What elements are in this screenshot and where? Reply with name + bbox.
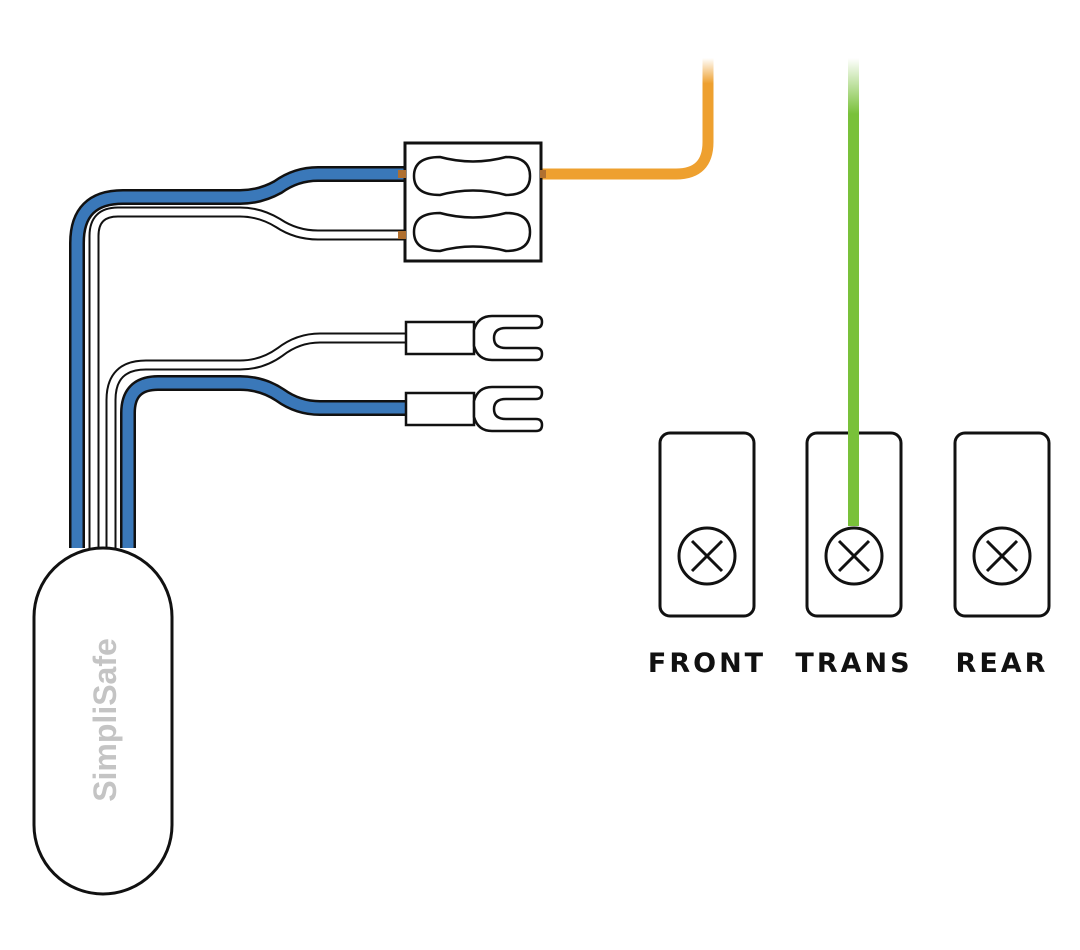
- screw-icon: [677, 526, 737, 586]
- white-wire-to-connector: [88, 206, 404, 548]
- terminal-rear: REAR: [953, 431, 1051, 679]
- blue-wire-to-spade: [120, 375, 406, 548]
- connector-slot-bottom: [412, 211, 532, 253]
- terminal-front: FRONT: [648, 431, 766, 679]
- spade-terminal-bottom: [404, 385, 544, 433]
- screw-icon: [972, 526, 1032, 586]
- terminal-trans: TRANS: [795, 430, 912, 679]
- orange-wire: [542, 58, 714, 180]
- terminal-label-front: FRONT: [648, 648, 766, 679]
- device-brand-label: SimpliSafe: [87, 638, 123, 802]
- connector-slot-top: [412, 155, 532, 197]
- terminal-label-rear: REAR: [956, 648, 1049, 679]
- white-wire-to-spade: [105, 332, 406, 548]
- terminal-label-trans: TRANS: [795, 648, 912, 679]
- screw-icon: [824, 526, 884, 586]
- wire-connector: [398, 141, 546, 263]
- green-wire: [848, 58, 859, 525]
- blue-wire-to-connector: [69, 166, 404, 548]
- spade-terminal-top: [404, 314, 544, 362]
- simplisafe-device: SimpliSafe: [32, 546, 174, 896]
